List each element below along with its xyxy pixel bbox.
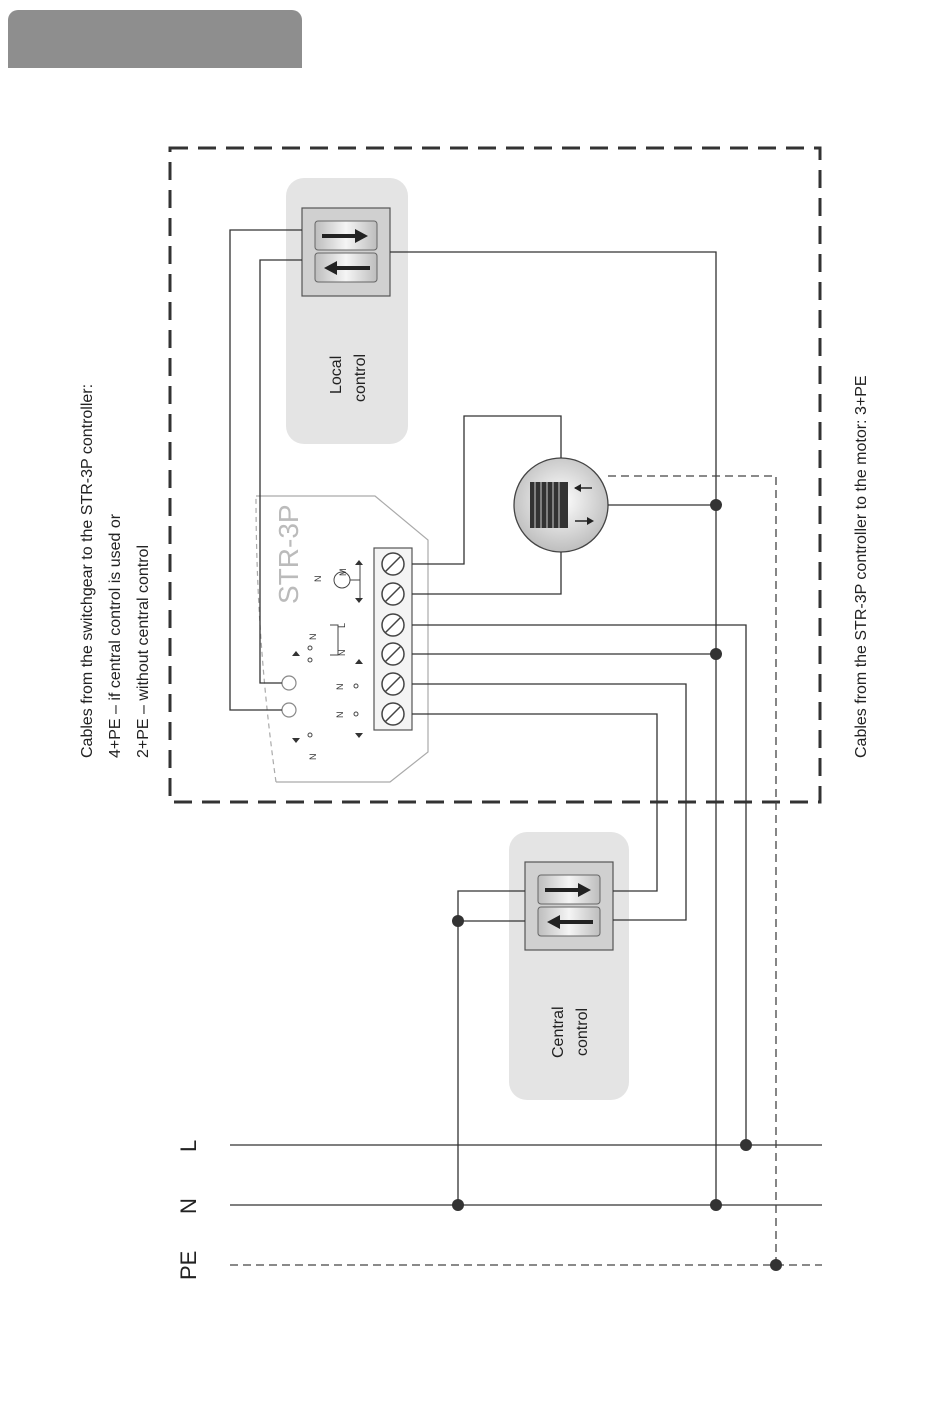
str3p-controller: STR-3P M N N L N xyxy=(256,496,428,782)
installation-box xyxy=(170,148,820,802)
central-control-label: Central xyxy=(550,1006,567,1058)
svg-text:N: N xyxy=(313,576,323,583)
motor-terminal-mark: M N xyxy=(313,560,363,603)
bus-label-N: N xyxy=(176,1198,201,1214)
bus-label-PE: PE xyxy=(176,1251,201,1280)
svg-text:M: M xyxy=(338,569,348,577)
motor-blind xyxy=(514,458,608,552)
motor-cables-label: Cables from the STR-3P controller to the… xyxy=(853,375,870,758)
svg-text:N: N xyxy=(335,712,345,719)
central-switch[interactable] xyxy=(525,862,613,950)
central-control-panel: Central control xyxy=(509,832,629,1100)
central-control-label-2: control xyxy=(574,1008,591,1056)
svg-text:N: N xyxy=(335,684,345,691)
local-switch[interactable] xyxy=(302,208,390,296)
device-name: STR-3P xyxy=(273,504,304,604)
svg-text:N: N xyxy=(308,634,318,641)
switchgear-cables-line2: 4+PE – if central control is used or xyxy=(107,513,124,758)
switchgear-cables-line3: 2+PE – without central control xyxy=(135,545,152,758)
switchgear-cables-line1: Cables from the switchgear to the STR-3P… xyxy=(79,384,96,758)
bus-label-L: L xyxy=(176,1140,201,1152)
local-control-label: Local xyxy=(328,356,345,394)
local-input-terminals: N N N xyxy=(282,659,363,760)
supply-bus: L N PE xyxy=(176,1140,822,1280)
power-terminal-mark: N L N xyxy=(292,623,347,662)
local-control-panel: Local control xyxy=(286,178,408,444)
local-control-label-2: control xyxy=(352,354,369,402)
svg-text:N: N xyxy=(308,754,318,761)
